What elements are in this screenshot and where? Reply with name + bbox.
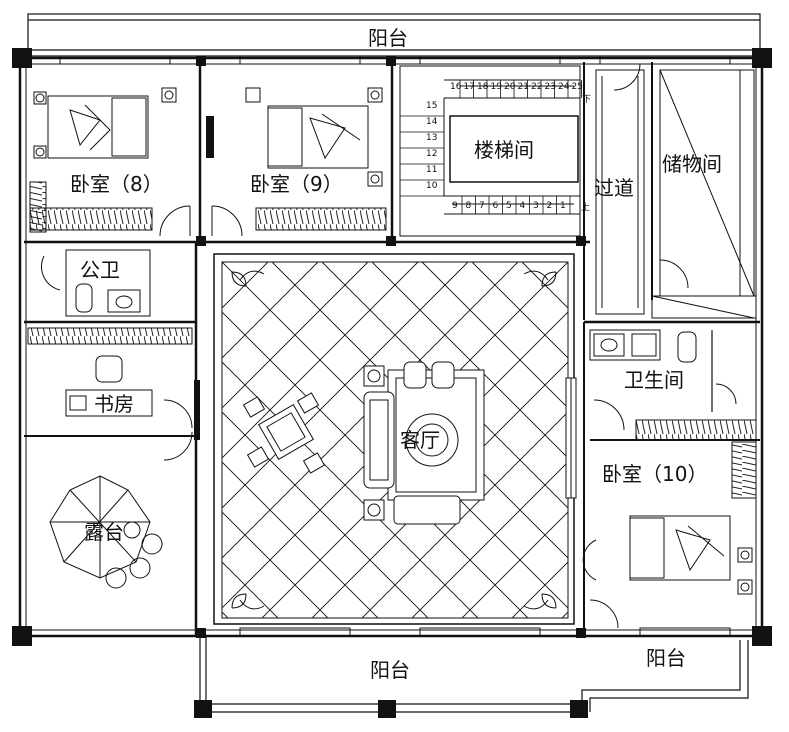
label-balcony-bottom: 阳台: [370, 658, 410, 682]
stair-step-number: 21: [517, 82, 529, 92]
closet-bed8: [29, 207, 153, 231]
label-storage: 储物间: [662, 152, 722, 176]
stair-step-number: 19: [490, 82, 502, 92]
bed-icon: [33, 87, 177, 159]
stair-step-number: 16: [450, 82, 462, 92]
column: [378, 700, 396, 718]
bathroom: [589, 329, 737, 431]
public-wc: [41, 249, 151, 317]
stair-down-mark: 下: [582, 95, 592, 105]
stair-step-number: 14: [426, 117, 438, 127]
bed-icon: [582, 515, 753, 629]
label-balcony-top: 阳台: [368, 26, 408, 50]
stair-up-mark: 上: [581, 203, 591, 213]
stair-step-number: 11: [426, 165, 438, 175]
toilet-icon: [75, 283, 93, 313]
stair-step-number: 8: [465, 201, 472, 211]
label-terrace: 露台: [84, 520, 124, 544]
column: [752, 48, 772, 68]
column: [12, 626, 32, 646]
corridor: [595, 63, 645, 315]
sofa-set-icon: [363, 361, 485, 525]
stair-step-number: 12: [426, 149, 438, 159]
label-bathroom: 卫生间: [624, 368, 684, 392]
label-living-room: 客厅: [400, 428, 440, 452]
column: [752, 626, 772, 646]
desk-icon: [65, 389, 153, 417]
bed-icon: [245, 87, 383, 187]
terrace-umbrella-icon: [49, 475, 163, 589]
stair-step-number: 20: [504, 82, 516, 92]
stair-step-number: 5: [506, 201, 512, 211]
closet-bed9: [255, 207, 387, 231]
label-corridor: 过道: [594, 176, 634, 200]
stair-step-number: 3: [533, 201, 539, 211]
stair-step-number: 23: [544, 82, 556, 92]
toilet-icon: [677, 331, 697, 363]
label-bedroom-10: 卧室（10）: [602, 462, 708, 486]
stair-step-number: 25: [571, 82, 583, 92]
stair-step-number: 2: [546, 201, 553, 211]
stair-step-number: 22: [531, 82, 543, 92]
label-stairwell: 楼梯间: [474, 138, 534, 162]
stair-step-number: 15: [426, 101, 438, 111]
stairwell-label-box: [449, 115, 579, 183]
column: [12, 48, 32, 68]
label-public-wc: 公卫: [80, 258, 120, 282]
stair-step-number: 9: [452, 201, 458, 211]
column: [194, 700, 212, 718]
stair-step-number: 10: [426, 181, 438, 191]
stair-step-number: 13: [426, 133, 438, 143]
label-bedroom-8: 卧室（8）: [70, 172, 163, 196]
label-balcony-bottom-right: 阳台: [646, 646, 686, 670]
label-study: 书房: [94, 392, 134, 416]
storage-room: [651, 69, 757, 319]
label-bedroom-9: 卧室（9）: [250, 172, 343, 196]
sink-icon: [593, 333, 625, 357]
chair-icon: [95, 355, 123, 383]
stair-step-number: 18: [477, 82, 489, 92]
dining-table-icon: [242, 392, 326, 474]
sink-icon: [107, 289, 141, 313]
stair-step-number: 1: [560, 201, 566, 211]
stair-step-number: 7: [479, 201, 485, 211]
stair-step-number: 4: [519, 201, 526, 211]
stair-step-number: 24: [558, 82, 570, 92]
stair-step-number: 17: [463, 82, 475, 92]
column: [570, 700, 588, 718]
stair-step-number: 6: [492, 201, 499, 211]
study: [27, 327, 193, 461]
